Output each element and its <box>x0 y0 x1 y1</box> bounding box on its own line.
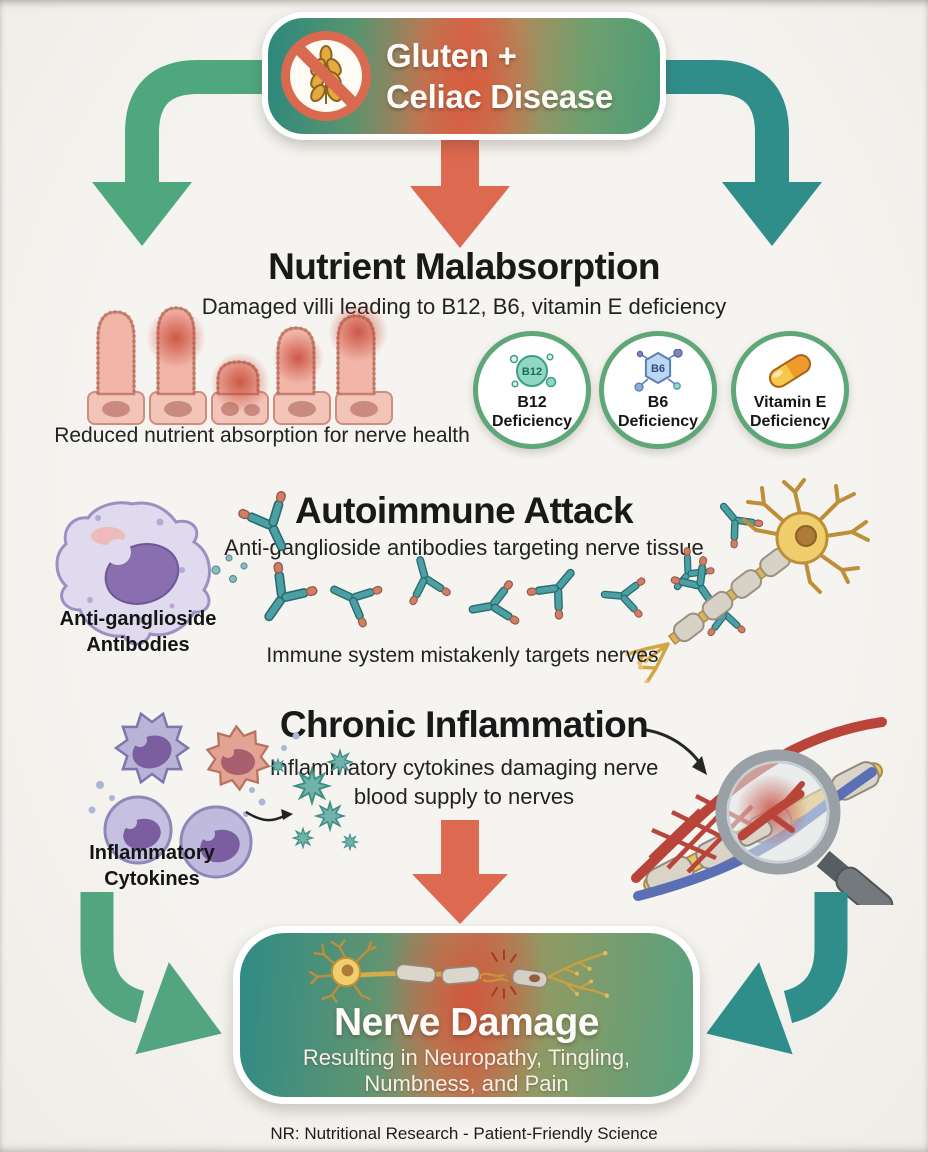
footnote: NR: Nutritional Research - Patient-Frien… <box>270 1124 658 1143</box>
arrow-right-shaft <box>636 60 789 184</box>
magnifier-icon <box>715 749 894 905</box>
autoimmune-subtitle: Anti-ganglioside antibodies targeting ne… <box>224 535 704 560</box>
immune-cell-cluster <box>88 712 300 879</box>
arrow-right-head <box>706 962 793 1055</box>
badge-label: B12 <box>517 394 547 411</box>
result-subtitle-line2: Numbness, and Pain <box>364 1071 569 1096</box>
badge-b12-deficiency: B12 B12 Deficiency <box>473 331 591 449</box>
badge-label: Vitamin E <box>753 394 827 411</box>
damaged-villi-illustration <box>87 306 393 425</box>
arrow-center-head <box>412 874 508 924</box>
result-subtitle: Resulting in Neuropathy, Tingling, Numbn… <box>303 1045 630 1097</box>
badge-label: Deficiency <box>491 413 573 430</box>
release-arrow-head <box>281 809 293 820</box>
b6-molecule-icon: B6 <box>634 349 683 392</box>
arrow-left-head <box>135 962 222 1055</box>
malabsorption-subtitle: Damaged villi leading to B12, B6, vitami… <box>201 294 727 319</box>
top-flow-arrows <box>92 60 822 248</box>
damaged-neuron-illustration <box>308 939 609 1004</box>
antibody-label-line1: Anti-ganglioside <box>59 608 217 630</box>
badge-label: B6 <box>647 394 669 411</box>
b6-molecule-text: B6 <box>651 363 665 375</box>
annotation-arrow <box>645 728 704 767</box>
header-title-line2: Celiac Disease <box>386 78 613 115</box>
antibody-label-line2: Antibodies <box>86 634 190 656</box>
autoimmune-caption: Immune system mistakenly targets nerves <box>266 644 659 667</box>
inflammation-subtitle-line2: blood supply to nerves <box>353 784 575 809</box>
header-banner: Gluten + Celiac Disease <box>262 12 666 140</box>
b12-molecule-icon: B12 <box>509 353 557 388</box>
header-title: Gluten + Celiac Disease <box>386 35 613 117</box>
neuron-illustration <box>625 478 870 683</box>
badge-vitamin-e-deficiency: Vitamin E Deficiency <box>731 331 849 449</box>
damage-sparks <box>490 949 517 999</box>
inflammation-subtitle: Inflammatory cytokines damaging nerve bl… <box>0 753 928 811</box>
b12-molecule-text: B12 <box>522 366 542 378</box>
inflammation-title: Chronic Inflammation <box>279 704 649 745</box>
badge-label: Deficiency <box>749 413 831 430</box>
result-title: Nerve Damage <box>334 1001 599 1044</box>
arrow-right-shaft <box>783 892 848 1023</box>
secreted-particles <box>211 554 248 584</box>
cytokine-label-line2: Cytokines <box>104 868 200 890</box>
release-arrow <box>245 810 285 822</box>
autoimmune-title: Autoimmune Attack <box>295 490 634 531</box>
arrow-center-head <box>410 186 510 248</box>
antibody-icons <box>234 487 767 638</box>
bottom-flow-arrows <box>80 820 848 1055</box>
arrow-left-shaft <box>80 892 145 1023</box>
header-title-line1: Gluten + <box>386 37 517 74</box>
annotation-arrow-head <box>692 756 707 775</box>
nerve-blood-supply-illustration <box>631 717 894 905</box>
antibody-label: Anti-ganglioside Antibodies <box>28 606 248 658</box>
no-gluten-icon <box>281 31 371 121</box>
autoimmune-illustration <box>55 478 870 683</box>
result-subtitle-line1: Resulting in Neuropathy, Tingling, <box>302 1045 631 1070</box>
arrow-left-shaft <box>125 60 292 184</box>
badge-b6-deficiency: B6 B6 Deficiency <box>599 331 717 449</box>
immune-cell <box>55 501 211 646</box>
malabsorption-title: Nutrient Malabsorption <box>268 246 660 287</box>
result-banner: Nerve Damage Resulting in Neuropathy, Ti… <box>233 926 700 1104</box>
inflammation-illustration <box>88 712 894 905</box>
vitamin-e-capsule-icon <box>768 354 812 388</box>
badge-label: Deficiency <box>617 413 699 430</box>
cytokine-label: Inflammatory Cytokines <box>62 840 242 892</box>
malabsorption-caption: Reduced nutrient absorption for nerve he… <box>54 424 470 447</box>
arrow-left-head <box>92 182 192 246</box>
arrow-right-head <box>722 182 822 246</box>
prohibition-slash <box>293 43 359 109</box>
cytokine-label-line1: Inflammatory <box>89 842 215 864</box>
